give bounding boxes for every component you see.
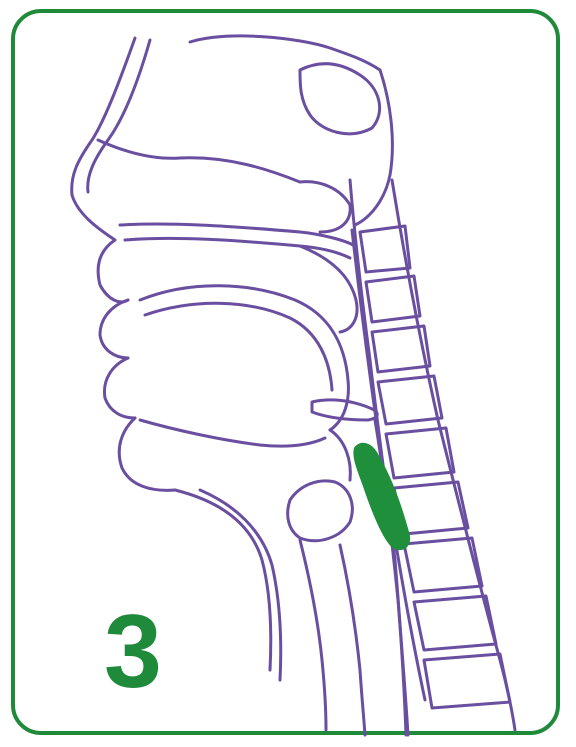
nasal-floor-outline — [120, 224, 355, 246]
lower-lip-outline — [104, 358, 135, 418]
vertebra-c5 — [386, 428, 454, 478]
clivus-outline — [355, 70, 392, 225]
upper-lip-outline — [100, 300, 128, 358]
vertebra-t2 — [424, 654, 510, 708]
neck-front-inner-outline — [200, 490, 281, 680]
thyroid-cartilage-outline — [288, 481, 353, 541]
adenoid-outline — [300, 182, 350, 232]
skull-top-outline — [190, 36, 380, 70]
nose-outline — [72, 195, 128, 302]
nasal-cavity-outline — [98, 140, 300, 182]
sphenoid-outline — [300, 64, 380, 134]
epiglottis-outline — [330, 430, 350, 480]
step-number: 3 — [104, 592, 174, 712]
skull-inner-outline — [72, 38, 135, 195]
chin-outline — [119, 418, 175, 490]
tongue-inner-outline — [145, 303, 332, 390]
neck-front-outline — [175, 490, 271, 670]
skull-outer-outline — [88, 40, 150, 192]
trachea-front-outline — [300, 540, 326, 730]
trachea-back-outline — [340, 545, 365, 735]
oral-floor-outline — [140, 420, 325, 446]
